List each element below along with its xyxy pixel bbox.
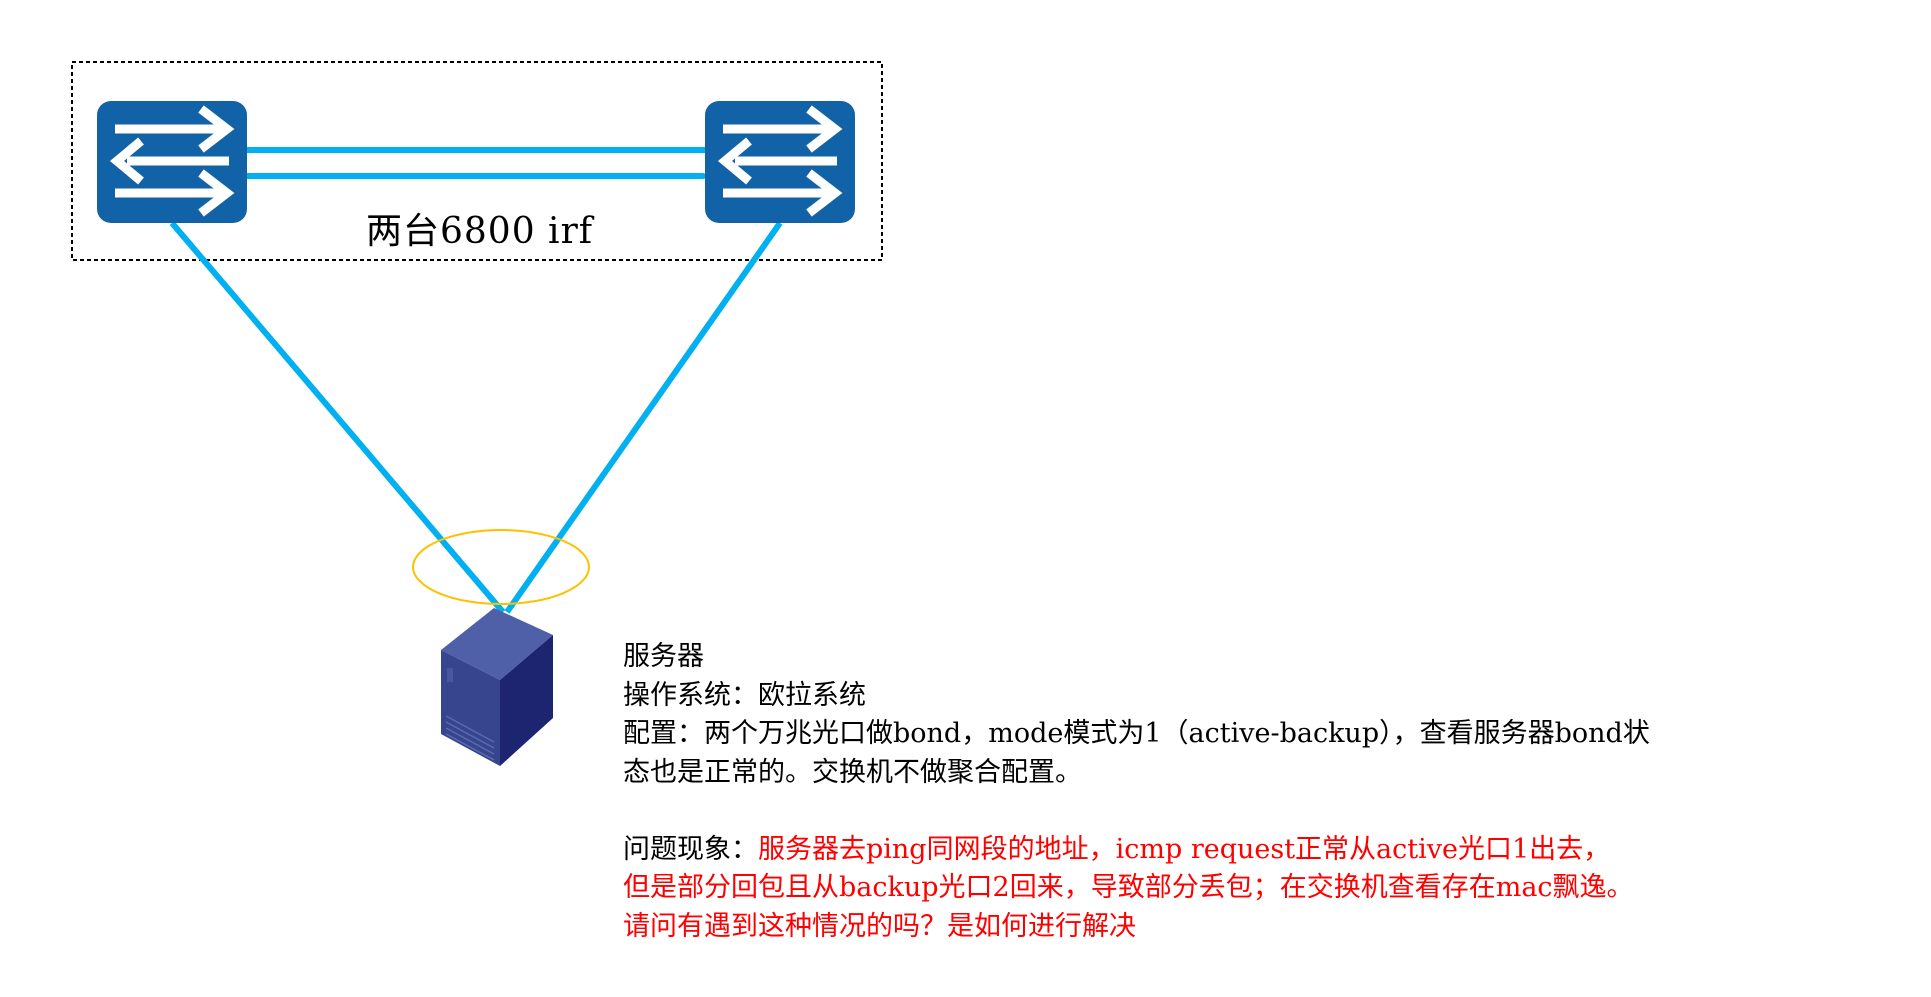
irf-group-label: 两台6800 irf [366, 211, 594, 252]
config-line-1: 配置：两个万兆光口做bond，mode模式为1（active-backup），查… [623, 718, 1650, 749]
problem-line-2: 但是部分回包且从backup光口2回来，导致部分丢包；在交换机查看存在mac飘逸… [623, 872, 1634, 903]
server-link-right [504, 221, 783, 614]
os-line: 操作系统：欧拉系统 [623, 679, 866, 711]
config-line-2: 态也是正常的。交换机不做聚合配置。 [623, 756, 1082, 788]
spacer [623, 792, 1650, 831]
switch-right-icon [705, 101, 855, 223]
problem-line-3: 请问有遇到这种情况的吗？是如何进行解决 [623, 910, 1136, 942]
server-title: 服务器 [623, 641, 704, 672]
switch-left-icon [97, 101, 247, 223]
server-icon [441, 608, 553, 766]
server-description: 服务器 操作系统：欧拉系统 配置：两个万兆光口做bond，mode模式为1（ac… [623, 638, 1650, 946]
problem-line-1-row: 问题现象：服务器去ping同网段的地址，icmp request正常从activ… [623, 831, 1650, 870]
problem-label: 问题现象： [623, 833, 758, 865]
problem-line-1: 服务器去ping同网段的地址，icmp request正常从active光口1出… [758, 833, 1611, 865]
bond-ellipse [412, 529, 590, 605]
server-link-left [169, 221, 506, 614]
